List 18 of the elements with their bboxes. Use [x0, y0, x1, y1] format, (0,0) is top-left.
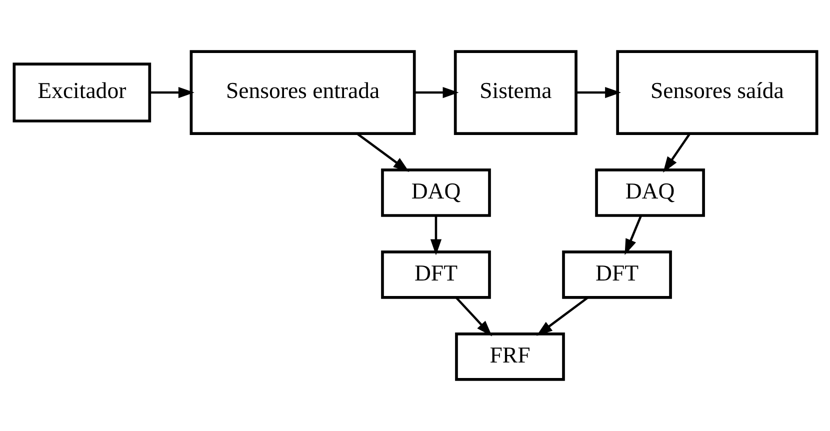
node-box: Excitador: [12, 62, 151, 122]
arrow: [576, 86, 621, 98]
arrow: [662, 133, 690, 173]
node-box: FRF: [454, 332, 564, 381]
arrow: [414, 86, 458, 98]
node-box: DAQ: [594, 168, 704, 217]
arrow: [430, 216, 442, 256]
arrow: [454, 296, 492, 336]
node-box: DAQ: [380, 168, 490, 217]
arrow: [150, 86, 194, 98]
node-box: DFT: [380, 250, 490, 299]
arrow: [356, 132, 409, 172]
node-box: Sensores entrada: [189, 50, 416, 135]
node-box: Sensores saída: [616, 50, 818, 135]
arrow: [536, 296, 588, 336]
node-box: Sistema: [453, 50, 577, 135]
node-box: DFT: [562, 250, 672, 299]
arrow: [624, 215, 642, 255]
